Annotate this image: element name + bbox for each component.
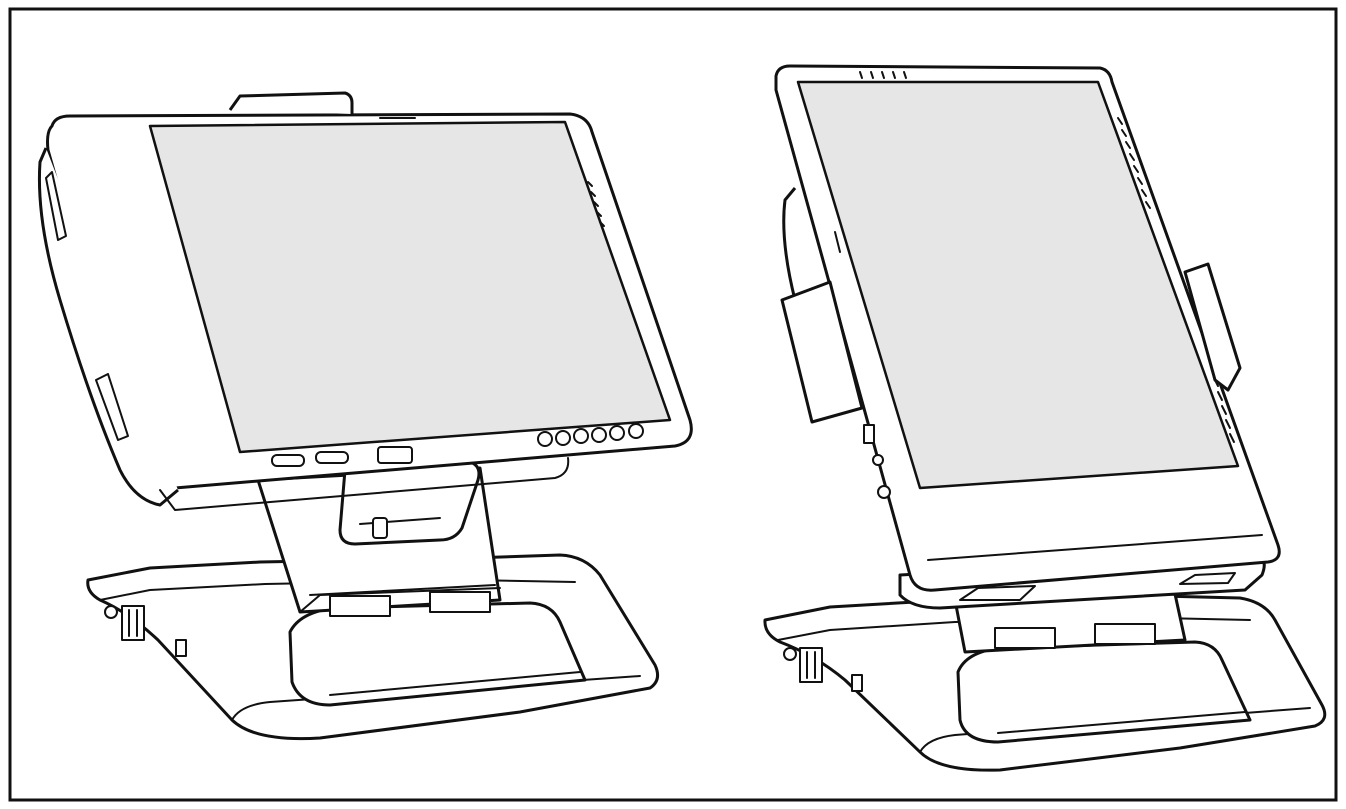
dock-power-port-portrait [783,647,797,661]
tablet-left-buttons [271,446,413,467]
hinge-lock-knob [372,517,388,539]
tablet-side-indicators [1117,117,1235,443]
tablet-status-lights [587,181,605,227]
dock-base-side-lip [231,675,641,721]
dock-usb-ports [121,605,145,641]
dock-power-port [104,605,118,619]
dock-lock-slot [175,639,187,657]
tablet-left-latch [780,280,864,424]
tablet-on-dock-landscape-icon [37,91,693,741]
tablet-side-grip [37,147,179,507]
tablet-right-latch [1183,262,1242,392]
tablet-top-handle [228,91,354,114]
tablet-right-buttons [537,423,644,447]
tablet-screen-portrait [796,80,1240,490]
dock-base-top-edge [99,579,576,601]
tablet-side-port [863,424,875,444]
dock-tray-slot [329,671,581,696]
tablet-screen-landscape [148,120,672,454]
dock-usb-ports-portrait [799,647,823,683]
tablet-on-dock-portrait-icon [763,64,1327,772]
dock-tray [288,601,587,707]
tablet-top-vents [859,71,907,79]
figure-border [8,7,1338,802]
dock-hinge-block [338,460,481,546]
dock-lock-slot-portrait [851,674,863,692]
